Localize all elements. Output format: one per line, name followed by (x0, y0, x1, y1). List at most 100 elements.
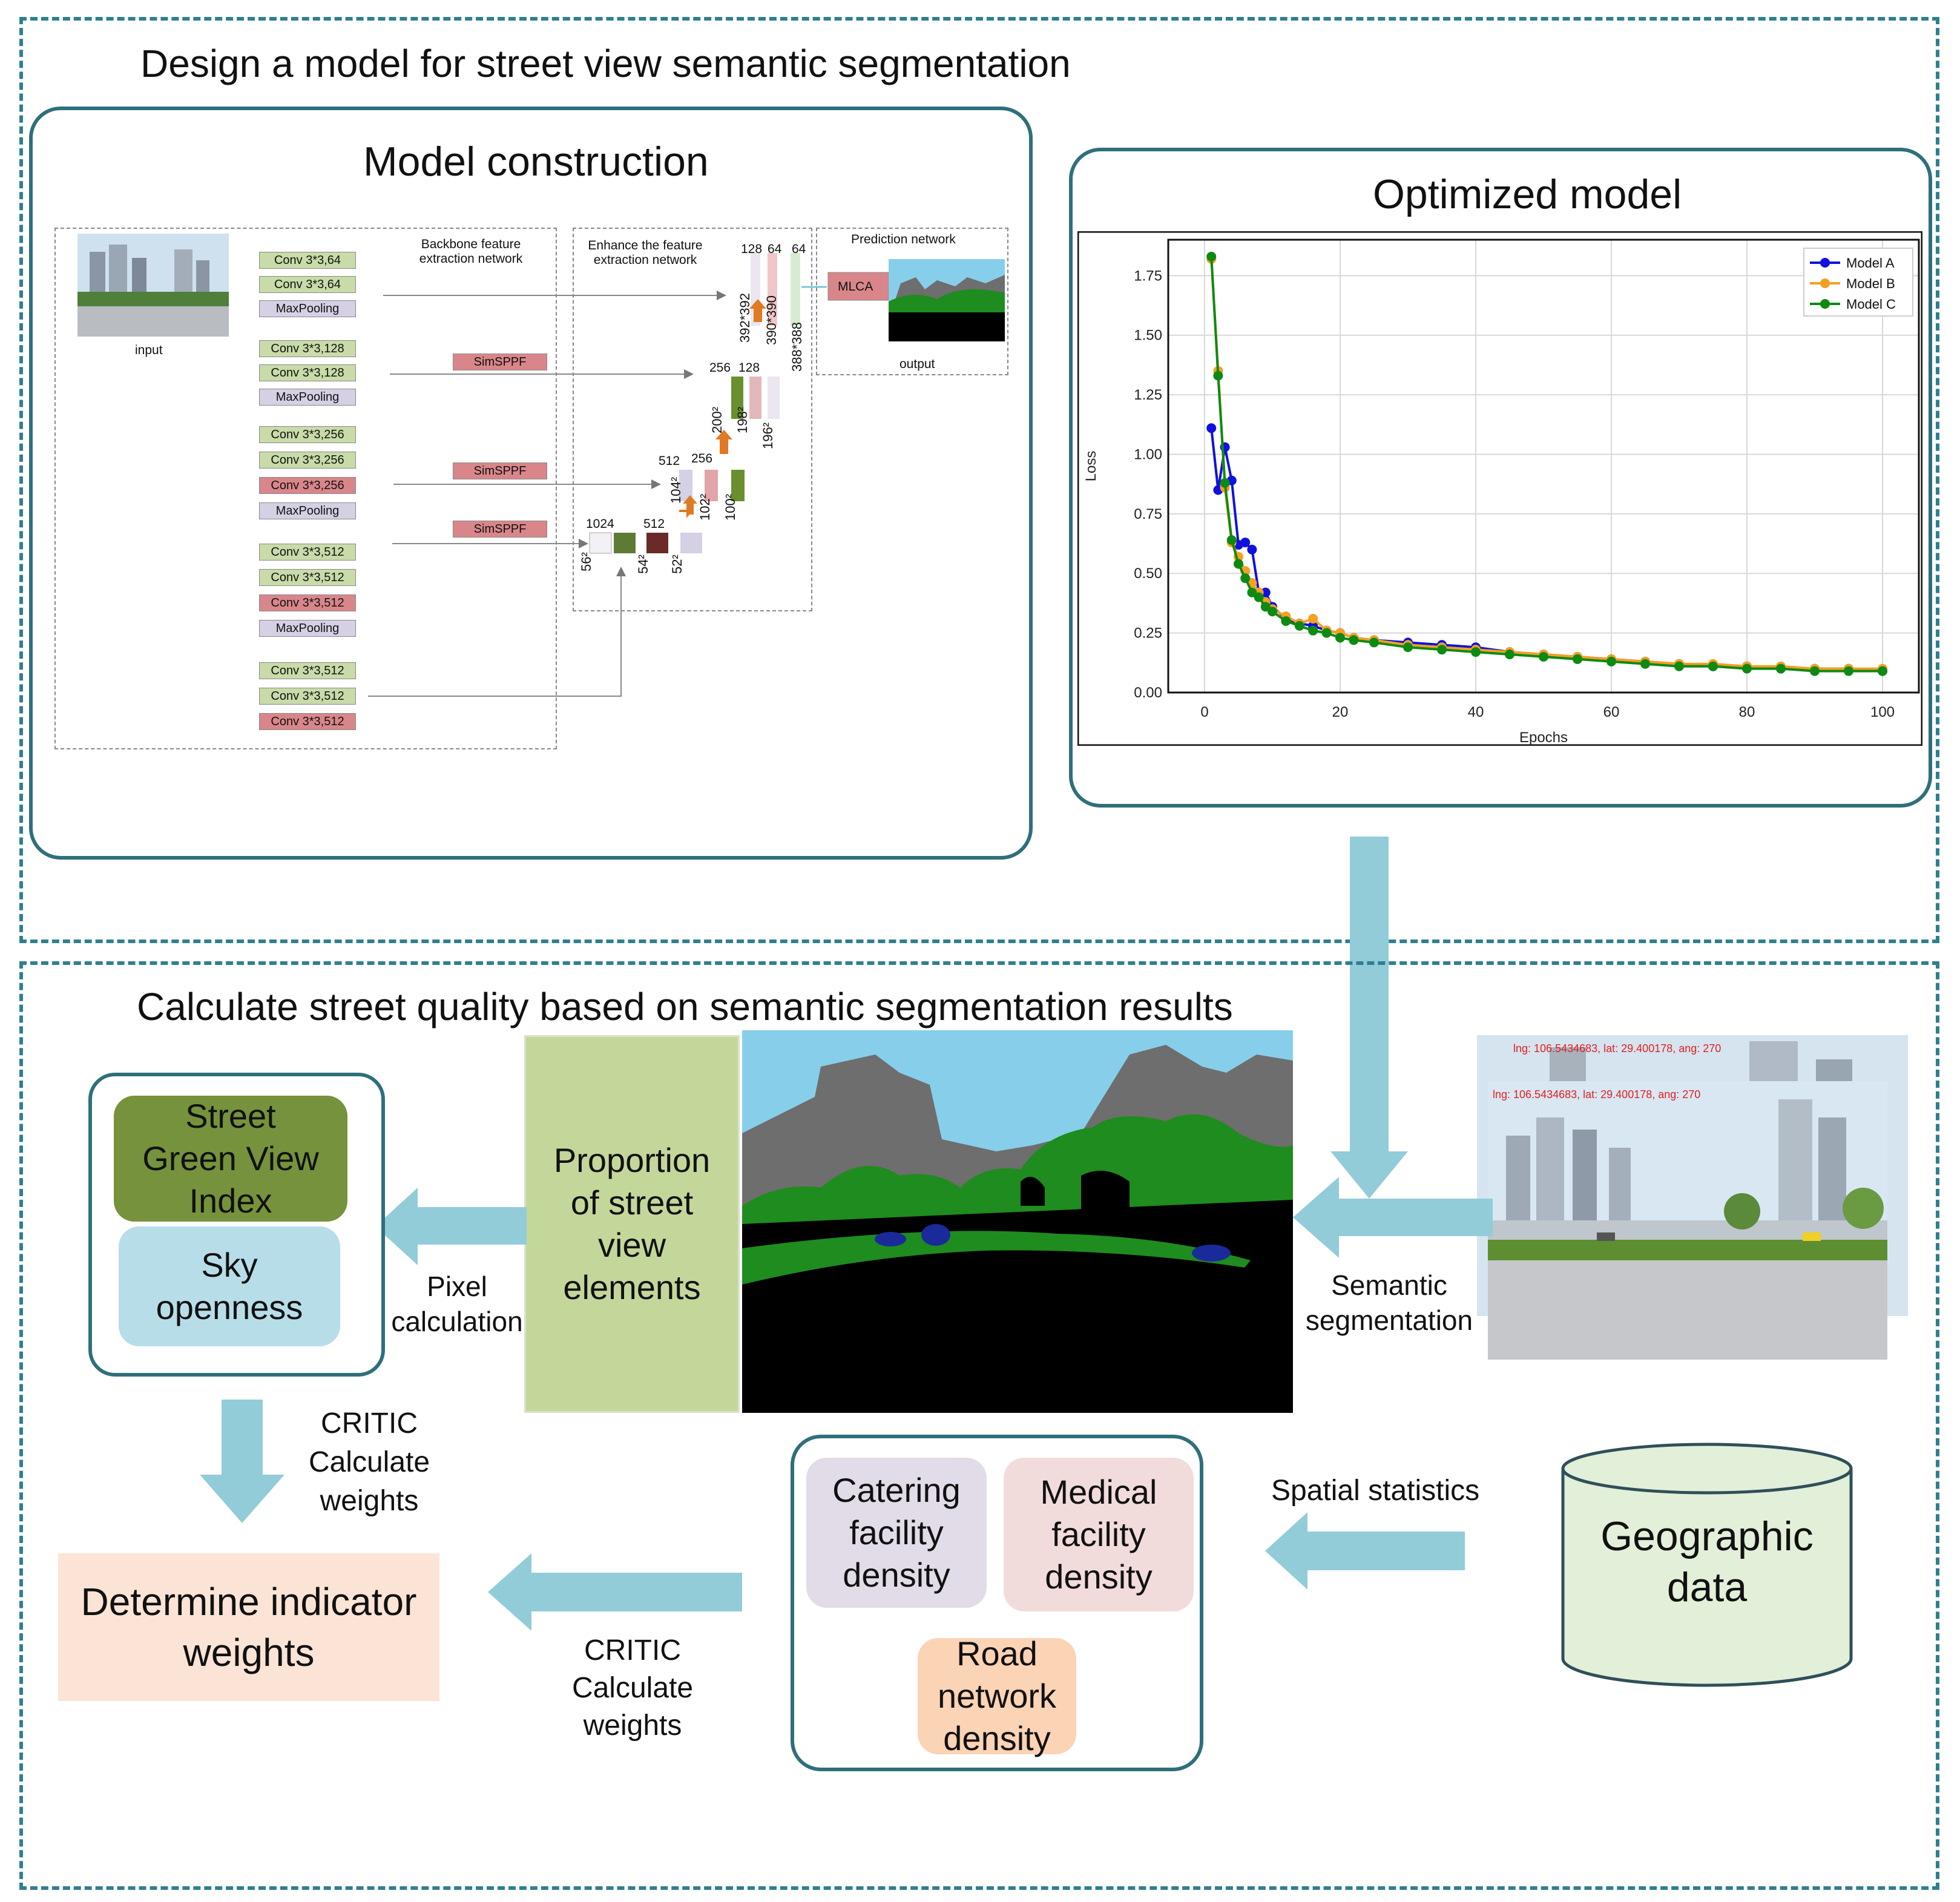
ch-128-a: 128 (738, 361, 760, 375)
data-point (1260, 587, 1271, 597)
legend-label: Model B (1846, 276, 1895, 291)
y-tick-label: 0.00 (1134, 685, 1162, 701)
y-tick-label: 0.75 (1134, 506, 1162, 522)
segmentation-image (742, 1030, 1293, 1413)
data-point (1776, 663, 1786, 674)
y-tick-label: 1.75 (1134, 268, 1162, 284)
legend-swatch-marker (1820, 258, 1830, 268)
data-point (1206, 423, 1217, 433)
data-point (1539, 651, 1548, 662)
arrow-semantic-segmentation (1293, 1177, 1493, 1258)
x-tick-label: 80 (1739, 704, 1755, 720)
semantic-segmentation-label: Semantic segmentation (1305, 1269, 1473, 1336)
data-point (1247, 544, 1257, 554)
y-tick-label: 1.25 (1134, 387, 1162, 403)
mlca-label: MLCA (838, 280, 873, 294)
output-image (889, 259, 1005, 341)
y-tick-label: 1.50 (1134, 327, 1162, 344)
data-point (1281, 616, 1291, 626)
data-point (1308, 625, 1318, 636)
stage1-conv-2: Conv 3*3,64 (259, 276, 356, 293)
x-tick-label: 60 (1603, 704, 1620, 720)
stage5-conv-2: Conv 3*3,512 (259, 688, 356, 705)
dim-390: 390*390 (764, 295, 779, 345)
data-point (1240, 538, 1251, 548)
data-point (1708, 661, 1718, 671)
x-tick-label: 100 (1870, 704, 1895, 720)
data-point (1247, 587, 1257, 597)
stage5-conv-3: Conv 3*3,512 (259, 713, 356, 730)
ch-512-a: 512 (643, 517, 665, 531)
dim-52: 52² (669, 554, 685, 574)
determine-indicator-weights: Determine indicator weights (58, 1553, 439, 1701)
dim-104: 104² (668, 476, 683, 504)
bottom-section-frame (19, 961, 1939, 1890)
prediction-region (816, 228, 1008, 375)
ch-64-b: 64 (792, 242, 806, 256)
x-tick-label: 20 (1332, 704, 1349, 720)
arrow-pixel-calculation (375, 1188, 527, 1265)
top-section-frame (19, 17, 1939, 943)
input-label: input (135, 343, 163, 357)
street-green-view-index: Street Green View Index (114, 1096, 347, 1222)
data-point (1349, 635, 1359, 645)
model-construction-title: Model construction (363, 139, 709, 185)
data-point (1369, 637, 1379, 648)
pixel-calculation-label: Pixel calculation (391, 1271, 523, 1337)
stage3-conv-2: Conv 3*3,256 (259, 452, 356, 469)
y-axis-label: Loss (1083, 451, 1099, 482)
simsppf-1: SimSPPF (453, 354, 547, 370)
top-section-title: Design a model for street view semantic … (140, 42, 1071, 85)
proportion-box: Proportion of street view elements (524, 1035, 740, 1413)
data-point (1308, 614, 1318, 624)
data-point (1254, 592, 1264, 602)
photo-caption-back: lng: 106.5434683, lat: 29.400178, ang: 2… (1513, 1042, 1722, 1055)
data-point (1294, 620, 1304, 631)
data-point (1844, 666, 1853, 676)
critic-left-label: CRITIC Calculate weights (308, 1407, 430, 1517)
stage3-conv-3: Conv 3*3,256 (259, 477, 356, 494)
data-point (1505, 650, 1514, 660)
prediction-label: Prediction network (851, 232, 956, 246)
y-tick-label: 0.25 (1134, 625, 1162, 642)
y-tick-label: 0.50 (1134, 565, 1162, 582)
dim-392: 392*392 (737, 293, 752, 343)
spatial-statistics-label: Spatial statistics (1271, 1475, 1480, 1507)
ch-1024: 1024 (586, 517, 614, 531)
stage4-conv-1: Conv 3*3,512 (259, 544, 356, 561)
stage4-pool: MaxPooling (259, 620, 356, 637)
data-point (1573, 654, 1582, 664)
ch-512-b: 512 (659, 454, 680, 468)
dim-200: 200² (709, 406, 725, 433)
data-point (1234, 559, 1243, 569)
feature-stacks (589, 253, 912, 554)
legend-label: Model C (1846, 297, 1896, 312)
data-point (1674, 661, 1684, 671)
y-tick-label: 1.00 (1134, 446, 1162, 462)
arrow-spatial-statistics (1265, 1512, 1465, 1590)
backbone-connectors (368, 291, 726, 697)
data-point (1810, 666, 1820, 676)
catering-facility-density: Catering facility density (806, 1458, 987, 1608)
geographic-data-cylinder (1561, 1443, 1853, 1687)
architecture-diagram: input Backbone feature extraction networ… (53, 224, 1010, 757)
data-point (1213, 370, 1223, 381)
stage1-conv-1: Conv 3*3,64 (259, 252, 356, 269)
data-point (1640, 659, 1650, 669)
optimized-model-title: Optimized model (1373, 171, 1682, 217)
backbone-label: Backbone feature extraction network (419, 237, 523, 266)
x-axis-label: Epochs (1519, 729, 1568, 746)
dim-100: 100² (723, 493, 738, 521)
data-point (1226, 535, 1237, 545)
street-view-photo-front (1488, 1081, 1887, 1360)
stage5-conv-1: Conv 3*3,512 (259, 662, 356, 679)
photo-caption-front: lng: 106.5434683, lat: 29.400178, ang: 2… (1493, 1088, 1701, 1101)
legend-label: Model A (1846, 255, 1895, 271)
simsppf-2: SimSPPF (453, 462, 547, 479)
simsppf-3: SimSPPF (453, 521, 547, 538)
stage1-pool: MaxPooling (259, 300, 356, 317)
data-point (1321, 628, 1332, 638)
data-point (1220, 478, 1230, 488)
data-point (1606, 656, 1616, 666)
output-label: output (899, 357, 935, 371)
